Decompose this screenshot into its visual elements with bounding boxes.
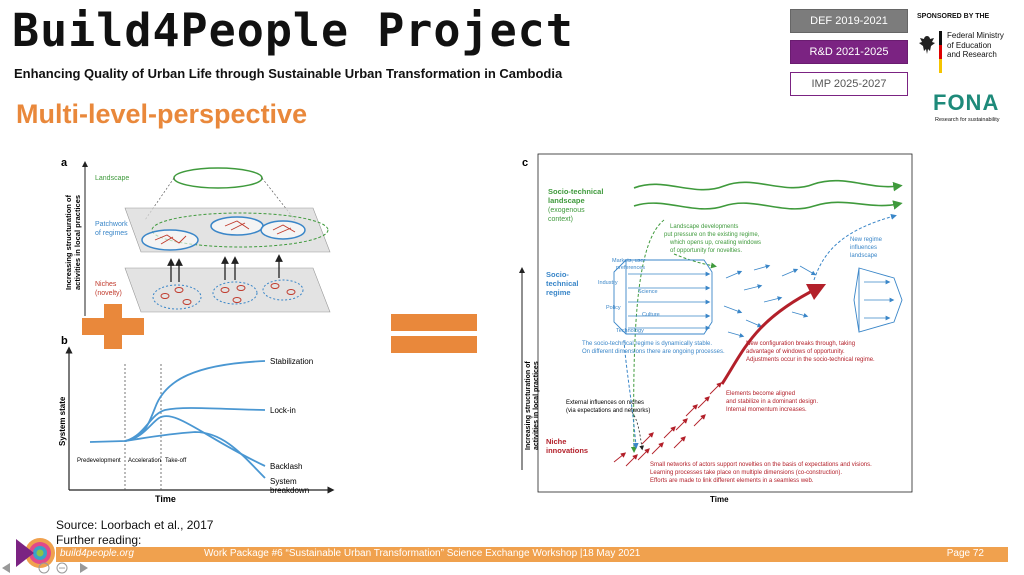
breakthrough-note: New configuration breaks through, taking [746,341,855,347]
dimension-label: Technology [616,328,644,334]
aligned-note: Elements become aligned [726,391,795,397]
landscape-label: Socio-technical [548,187,603,196]
page-title: Build4People Project [12,4,574,57]
panel-a-figure: a Increasing structuration of activities… [61,157,331,316]
new-regime-note: New regime [850,237,883,243]
landscape-label: landscape [548,196,585,205]
plus-sign [82,318,144,335]
regime-label: Socio- [546,270,569,279]
outcome-breakdown: System [270,477,297,486]
regime-label: technical [546,279,579,288]
panel-a-landscape-label: Landscape [95,175,129,182]
landscape-dev-note: of opportunity for novelties. [670,248,742,254]
niche-label: Niche [546,437,566,446]
landscape-dev-note: Landscape developments [670,224,738,230]
small-networks-note: Small networks of actors support novelti… [650,462,872,468]
equals-sign [391,314,477,331]
footer-workpackage: Work Package #6 “Sustainable Urban Trans… [204,548,641,559]
new-regime-note: influences [850,245,877,251]
panel-c-axis-label-1: Increasing structuration of [525,361,532,450]
panel-a-regimes-label: of regimes [95,230,128,237]
panel-a-letter: a [61,157,68,169]
panel-b-figure: b System state Time Predevelopment Accel… [58,335,335,504]
breakthrough-note: advantage of windows of opportunity. [746,349,845,355]
section-title: Multi-level-perspective [16,99,308,129]
panel-c-axis-label-2: activities in local practices [533,361,540,450]
eagle-logo-icon [919,36,935,54]
sponsored-label: SPONSORED BY THE [917,13,990,20]
flag-stripe-icon [939,31,942,73]
small-networks-note: Learning processes take place on multipl… [650,470,842,476]
aligned-note: Internal momentum increases. [726,407,807,413]
breakthrough-note: Adjustments occur in the socio-technical… [746,357,875,363]
external-influences-note: (via expectations and networks) [566,408,650,414]
phase-predevelopment: Predevelopment [77,458,121,464]
niche-label: innovations [546,446,588,455]
more-options-icon[interactable] [56,562,68,574]
footer-page-number: Page 72 [946,548,984,559]
mlp-panel-a: a Increasing structuration of activities… [55,150,342,327]
next-slide-icon[interactable] [80,563,88,573]
mlp-panel-c: c Increasing structuration of activities… [514,150,920,506]
mlp-panel-b: b System state Time Predevelopment Accel… [55,328,342,506]
source-citation: Source: Loorbach et al., 2017 [56,518,214,532]
panel-b-letter: b [61,335,68,347]
phase-badge-imp: IMP 2025-2027 [790,72,908,96]
landscape-label: (exogenous [548,207,585,214]
panel-c-letter: c [522,157,528,169]
panel-c-figure: c Increasing structuration of activities… [519,153,913,504]
further-reading-label: Further reading: [56,533,142,547]
new-regime-note: landscape [850,253,878,259]
dimension-label: Policy [606,305,621,311]
ministry-line: Federal Ministry [947,31,1004,40]
panel-a-niches-label: Niches [95,281,117,288]
panel-b-xlabel: Time [155,494,176,504]
slide-overview-icon[interactable] [38,562,50,574]
outcome-lock-in: Lock-in [270,406,296,415]
panel-c-xlabel: Time [710,495,729,504]
regime-label: regime [546,288,571,297]
footer-bar: build4people.org Work Package #6 “Sustai… [56,547,1008,562]
equals-sign [391,336,477,353]
panel-a-axis-label-2: activities in local practices [73,195,82,290]
outcome-breakdown: breakdown [270,486,309,495]
panel-a-axis-label-1: Increasing structuration of [64,194,73,290]
project-logo-icon [16,538,55,568]
landscape-dev-note: which opens up, creating windows [669,240,761,246]
aligned-note: and stabilize in a dominant design. [726,399,818,405]
ministry-name: Federal Ministry of Education and Resear… [947,31,1017,60]
panel-a-regimes-label: Patchwork [95,221,128,228]
dimension-label: Industry [598,280,618,286]
panel-a-niches-label: (novelty) [95,290,122,297]
fona-logo: FONA [933,90,1000,115]
ministry-line: of Education [947,40,992,50]
prev-slide-icon[interactable] [2,563,10,573]
phase-takeoff: Take-off [165,458,187,464]
dimension-label: Culture [642,312,660,318]
external-influences-note: External influences on niches [566,400,644,406]
regime-stable-note: On different dimensions there are ongoin… [582,349,725,355]
ministry-line: and Research [947,50,997,59]
footer-website-link[interactable]: build4people.org [60,548,134,559]
small-networks-note: Efforts are made to link different eleme… [650,478,814,484]
panel-b-ylabel: System state [58,396,67,446]
slide-navigation [2,562,88,574]
landscape-label: context) [548,216,573,223]
fona-tagline: Research for sustainability [935,117,1000,123]
outcome-backlash: Backlash [270,462,302,471]
dimension-label: preferences [616,265,645,271]
phase-acceleration: Acceleration [128,458,161,464]
dimension-label: Markets, user [612,258,645,264]
outcome-stabilization: Stabilization [270,357,313,366]
landscape-dev-note: put pressure on the existing regime, [664,232,760,238]
regime-stable-note: The socio-technical regime is dynamicall… [582,341,712,347]
phase-badge-rd: R&D 2021-2025 [790,40,908,64]
phase-badge-def: DEF 2019-2021 [790,9,908,33]
dimension-label: Science [638,289,658,295]
project-subtitle: Enhancing Quality of Urban Life through … [14,66,563,81]
